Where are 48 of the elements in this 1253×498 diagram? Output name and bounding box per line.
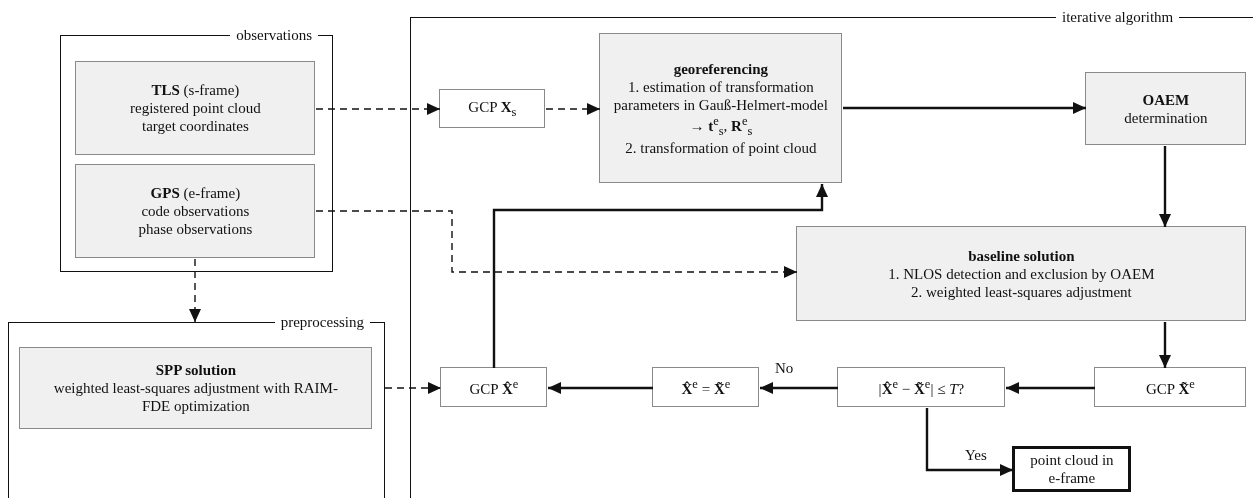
box-text: TLS (s-frame) [151, 81, 240, 100]
box-heading: SPP solution [155, 361, 237, 380]
box-text: GCP X̂$^{e}$ [469, 376, 519, 398]
arrow [545, 103, 601, 115]
box-text: phase observations [138, 220, 253, 239]
box-text: GCP X̃$^{e}$ [1146, 376, 1195, 398]
arrow [760, 382, 838, 394]
value-box [1094, 367, 1247, 408]
box-text: registered point cloud [130, 99, 261, 118]
process-box [1085, 72, 1247, 146]
arrow [315, 103, 441, 115]
box-text: point cloud in e-frame [1029, 451, 1115, 488]
arrow [1159, 146, 1171, 227]
box-heading: OAEM [1142, 90, 1190, 109]
value-box [837, 367, 1006, 408]
box-text: GCP X$_{s}$ [468, 97, 517, 120]
box-text: code observations [141, 202, 250, 221]
arrow [492, 184, 828, 368]
box-heading: georeferencing [673, 59, 769, 78]
arrow [1159, 322, 1171, 368]
box-text: 1. NLOS detection and exclusion by OAEM [888, 264, 1155, 283]
arrow [189, 258, 201, 323]
edge-label: Yes [963, 447, 989, 463]
arrow [315, 210, 798, 278]
arrow [384, 382, 442, 394]
process-box [19, 347, 373, 430]
value-box [652, 367, 760, 408]
output-box [1012, 446, 1132, 493]
arrow [548, 382, 653, 394]
process-box [796, 226, 1247, 322]
value-box [440, 367, 548, 408]
box-heading: baseline solution [968, 246, 1075, 265]
box-text: |X̂$^{e}$ − X̃$^{e}$| ≤ T? [878, 376, 965, 398]
box-text: 2. transformation of point cloud [625, 138, 817, 157]
arrow [925, 408, 1013, 476]
box-text: determination [1124, 108, 1208, 127]
arrow [1006, 382, 1095, 394]
box-text: target coordinates [142, 117, 249, 136]
edge-label: No [773, 360, 796, 376]
process-box [599, 33, 843, 184]
box-text: 2. weighted least-squares adjustment [911, 282, 1132, 301]
box-text: X̂$^{e}$ = X̃$^{e}$ [681, 376, 731, 398]
box-text: GPS (e-frame) [150, 184, 241, 203]
box-text: weighted least-squares adjustment with RAIM-FDE optimization [52, 379, 339, 416]
process-box [75, 61, 316, 156]
value-box [439, 89, 546, 129]
process-box [75, 164, 316, 259]
arrow [843, 102, 1086, 114]
